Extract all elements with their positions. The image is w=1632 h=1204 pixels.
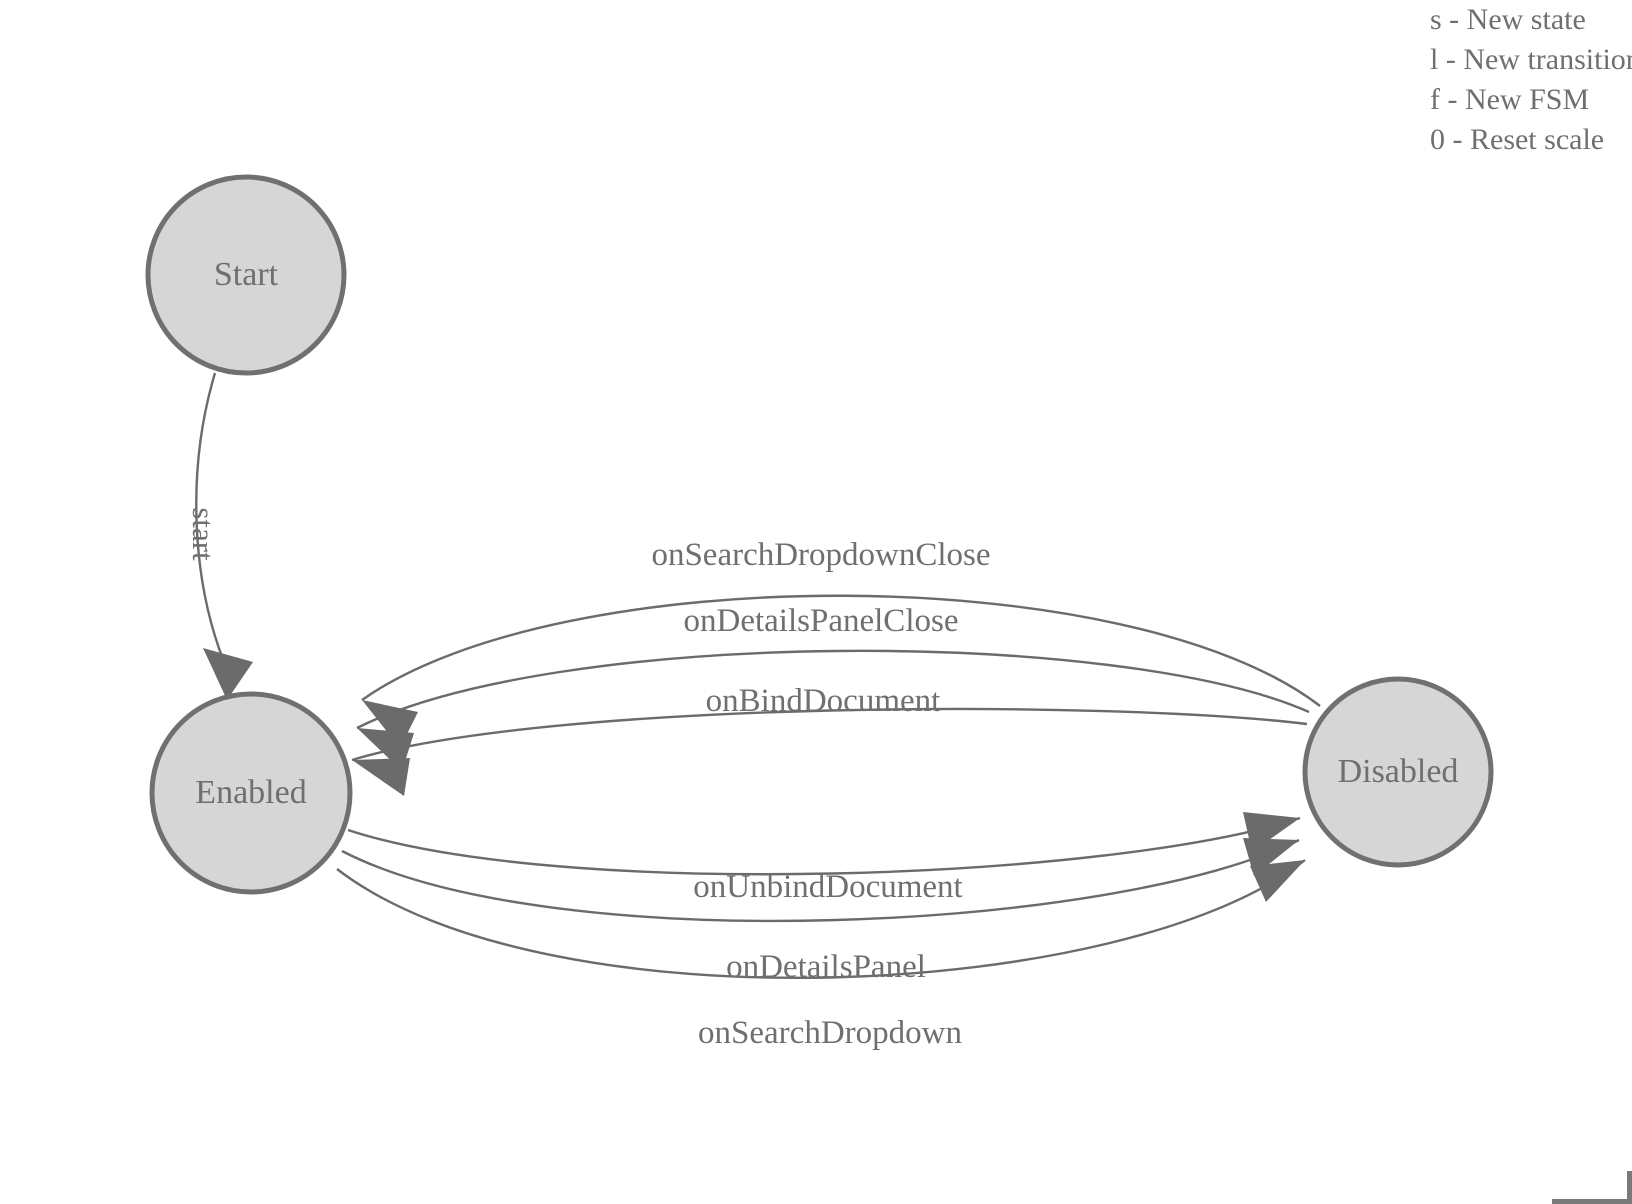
help-line-new-state: s - New state: [1430, 3, 1586, 36]
help-line-new-fsm: f - New FSM: [1430, 83, 1590, 116]
edge-label-on-search-dropdown-close: onSearchDropdownClose: [651, 537, 990, 573]
edge-on-bind-document[interactable]: [351, 707, 1308, 796]
state-label-enabled: Enabled: [195, 774, 306, 811]
help-line-new-transition: l - New transition: [1430, 43, 1632, 76]
state-circle-start[interactable]: [145, 174, 347, 376]
edge-label-on-details-panel: onDetailsPanel: [726, 949, 926, 985]
edge-label-start: start: [186, 507, 221, 561]
state-node-start[interactable]: Start: [145, 174, 347, 376]
state-label-disabled: Disabled: [1338, 753, 1459, 790]
edge-label-on-details-panel-close: onDetailsPanelClose: [684, 603, 959, 639]
help-legend: s - New state l - New transition f - New…: [1430, 0, 1632, 160]
state-node-enabled[interactable]: Enabled: [149, 691, 353, 895]
edge-group-disabled-to-enabled: [351, 594, 1321, 796]
edge-start[interactable]: [195, 372, 253, 700]
canvas-corner-rule-horizontal: [1552, 1199, 1632, 1204]
state-circle-enabled[interactable]: [149, 691, 353, 895]
edge-label-on-bind-document: onBindDocument: [706, 683, 941, 719]
edge-label-on-unbind-document: onUnbindDocument: [693, 869, 962, 905]
state-node-disabled[interactable]: Disabled: [1302, 676, 1494, 868]
canvas-corner-rule-vertical: [1627, 1171, 1632, 1204]
edge-group-enabled-to-disabled: [336, 812, 1306, 979]
edge-label-on-search-dropdown: onSearchDropdown: [698, 1015, 962, 1051]
help-line-reset-scale: 0 - Reset scale: [1430, 123, 1605, 156]
state-circle-disabled[interactable]: [1302, 676, 1494, 868]
edge-on-unbind-document[interactable]: [347, 812, 1301, 876]
state-label-start: Start: [214, 256, 279, 293]
edge-on-search-dropdown[interactable]: [336, 859, 1306, 979]
